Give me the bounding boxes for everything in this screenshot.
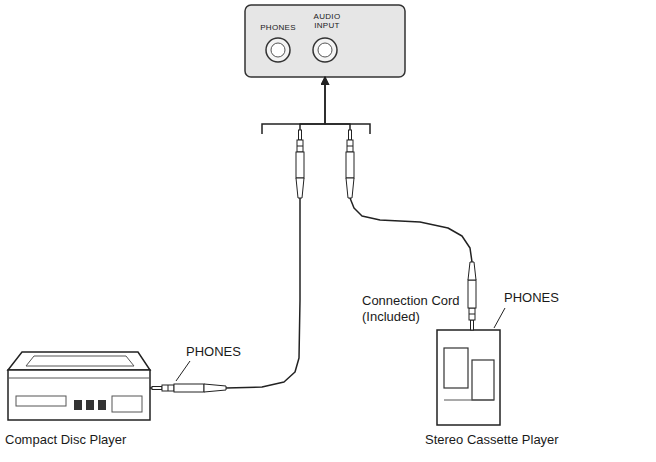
cd-player-node: Compact Disc Player <box>8 352 150 420</box>
jack-label: PHONES <box>504 290 559 306</box>
plug-cassette <box>468 262 476 330</box>
leader-line <box>494 308 505 328</box>
cd-player-trim <box>8 378 150 379</box>
input-jack <box>313 38 337 62</box>
cd-button <box>86 400 94 410</box>
cassette-player-node: Stereo Cassette Player <box>437 330 500 425</box>
cassette-player-body <box>437 330 500 425</box>
plug-right <box>346 130 354 198</box>
plug-bracket <box>262 124 370 134</box>
cassette-window <box>472 360 494 400</box>
plug-cd <box>152 384 226 392</box>
cd-button <box>74 400 82 410</box>
cd-display <box>112 396 142 412</box>
connection-cord <box>150 77 325 388</box>
input-panel <box>245 5 405 77</box>
cassette-window <box>444 348 468 388</box>
jack-label: PHONES <box>248 24 308 33</box>
cd-player-lid-inner <box>26 356 134 366</box>
cd-player-tray <box>16 396 66 406</box>
jack-label: AUDIO INPUT <box>305 13 349 31</box>
cassette-trim <box>444 400 494 401</box>
cord-label: Connection Cord (Included) <box>362 293 472 326</box>
input-panel-node: PHONESAUDIO INPUT <box>245 5 405 77</box>
connection-cord <box>325 77 472 330</box>
phones-jack <box>266 38 290 62</box>
jack-label: PHONES <box>186 344 241 360</box>
phones-jack-hole <box>271 43 285 57</box>
cd-player-lid <box>8 352 150 370</box>
cd-player-body <box>8 370 150 420</box>
leader-line <box>176 361 190 381</box>
cd-button <box>98 400 106 410</box>
device-caption: Stereo Cassette Player <box>425 432 559 448</box>
device-caption: Compact Disc Player <box>5 432 126 448</box>
plug-left <box>296 130 304 198</box>
input-jack-hole <box>318 43 332 57</box>
